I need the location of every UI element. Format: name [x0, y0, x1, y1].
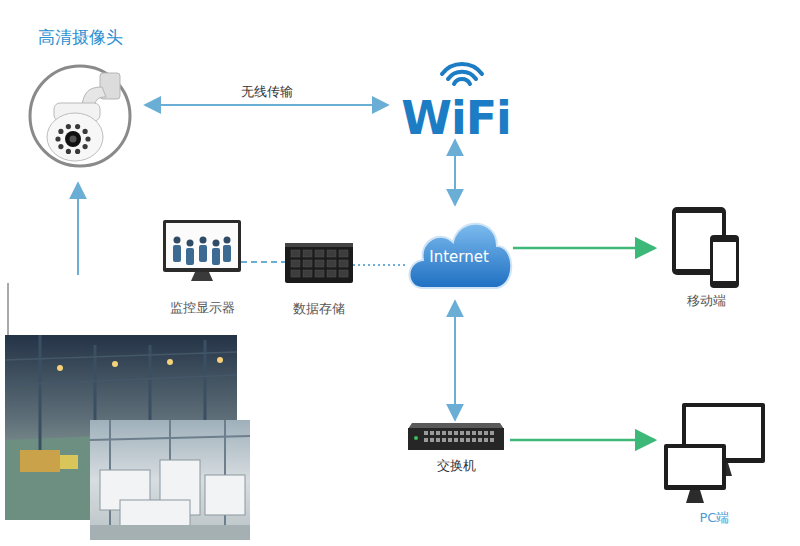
connector-arrow [513, 247, 655, 250]
pc-node: PC端 [662, 400, 767, 505]
node-label: Internet [345, 248, 573, 266]
connector-arrow [454, 301, 456, 420]
factory-photo [90, 420, 250, 540]
connector-arrow [510, 439, 655, 442]
edge-label: 无线传输 [241, 83, 293, 101]
mobile-node: 移动端 [670, 205, 742, 290]
node-label: 交换机 [348, 457, 564, 475]
connector-arrow [353, 264, 405, 266]
node-label: 高清摄像头 [0, 26, 193, 49]
pc-icon [662, 400, 767, 505]
dome-camera [28, 55, 133, 177]
wifi-node: WiFi [400, 62, 512, 137]
node-label: WiFi [340, 95, 572, 141]
storage-node: 数据存储 [285, 243, 353, 283]
mobile-icon [670, 205, 742, 290]
connector-arrow [241, 261, 285, 263]
monitor-node: 监控显示器 [163, 220, 241, 282]
connector-arrow [145, 104, 388, 106]
node-label: PC端 [602, 509, 800, 527]
server-icon [285, 243, 353, 283]
leader-line [77, 183, 79, 275]
node-label: 数据存储 [225, 300, 413, 318]
node-label: 监控显示器 [103, 299, 301, 317]
thin-line [8, 283, 9, 336]
switch-icon [408, 423, 504, 453]
cloud-node: Internet [405, 208, 513, 298]
node-label: 移动端 [610, 292, 800, 310]
monitor-icon [163, 220, 241, 282]
connector-arrow [454, 140, 456, 205]
camera-node: 高清摄像头 [28, 55, 133, 177]
switch-node: 交换机 [408, 423, 504, 453]
